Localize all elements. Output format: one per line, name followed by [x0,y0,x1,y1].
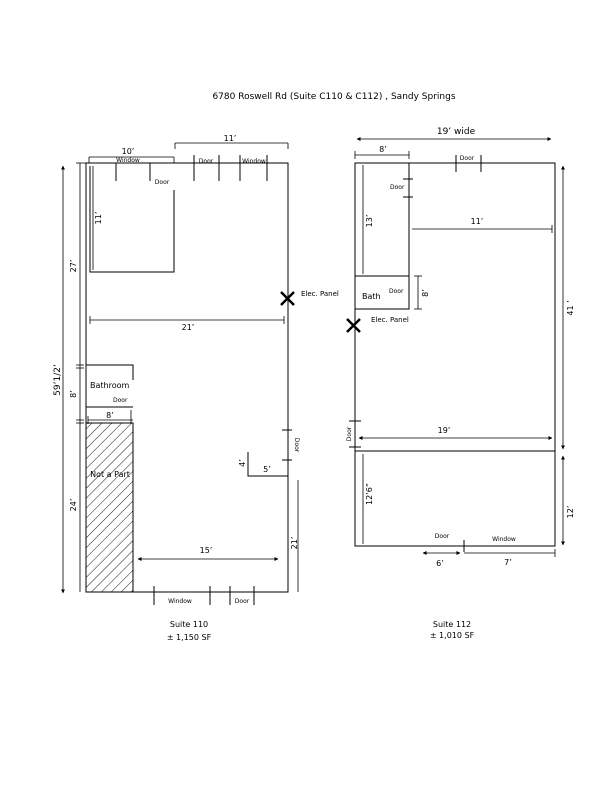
suite110-elec-panel-label: Elec. Panel [301,290,339,298]
dim-7-label: 7’ [504,558,512,567]
suite110-window-top-right-label: Window [242,158,266,165]
dim-21-vert-label: 21’ [290,537,299,550]
suite112-area: ± 1,010 SF [430,631,475,640]
dim-15-label: 15’ [200,546,213,555]
not-a-part-label: Not a Part [90,470,130,479]
room-door-label: Door [390,184,405,191]
bathroom-label: Bathroom [90,381,130,390]
dim-8-label: 8’ [106,411,114,420]
dim-total-label: 59’1/2’ [53,364,63,396]
dim-8-top-label: 8’ [379,145,387,154]
dim-11-top-label: 11’ [224,134,237,143]
dim-6-label: 6’ [436,559,444,568]
suite-110-plan: Not a Part Bathroom Door Door Window Doo… [53,134,339,642]
suite112-door-top-label: Door [460,155,475,162]
bath-label: Bath [362,292,381,301]
page-title: 6780 Roswell Rd (Suite C110 & C112) , Sa… [212,92,455,102]
dim-12-6-label: 12’6” [365,483,374,505]
corner-partition [247,452,288,477]
bath-room [354,275,410,310]
suite-112-plan: Bath Door Door Door Door Door Window Ele… [346,127,575,640]
suite110-window-bottom-label: Window [168,598,192,605]
window-top-label: Window [116,157,140,164]
suite110-name: Suite 110 [170,620,208,629]
dim-13-label: 13’ [365,215,374,228]
suite110-door-bottom-label: Door [235,598,250,605]
suite110-door-inner-label: Door [155,179,170,186]
suite-112-outline [354,162,556,547]
suite112-door-left-label: Door [346,426,353,441]
dim-21-label: 21’ [182,323,195,332]
dim-8-bath-label: 8’ [421,289,430,297]
dim-19-label: 19’ [438,426,451,435]
dim-11-label: 11’ [471,217,484,226]
dim-5-label: 5’ [263,465,271,474]
suite112-window-bottom-label: Window [492,536,516,543]
dim-24-label: 24’ [69,499,78,512]
bathroom-door-label: Door [113,397,128,404]
dim-8-vert-label: 8’ [69,390,78,398]
front-room-wall [89,166,175,273]
dim-27-label: 27’ [69,260,78,273]
bath-door-label: Door [389,288,404,295]
suite112-door-bottom-label: Door [435,533,450,540]
dim-19-wide-label: 19’ wide [437,127,476,137]
suite112-elec-panel-label: Elec. Panel [371,316,409,324]
suite112-name: Suite 112 [433,620,471,629]
suite110-door-top-label: Door [199,158,214,165]
dim-4-label: 4’ [238,459,247,467]
suite110-side-door-label: Door [293,438,300,453]
dim-11-vert-label: 11’ [94,212,103,225]
suite-110-outline [85,162,289,593]
dim-41-label: 41 ’ [566,300,575,315]
dim-10-label: 10’ [122,147,135,156]
bathroom-wall [86,364,134,380]
suite110-area: ± 1,150 SF [167,633,212,642]
not-a-part-area [85,422,134,593]
dim-12-label: 12’ [566,506,575,519]
